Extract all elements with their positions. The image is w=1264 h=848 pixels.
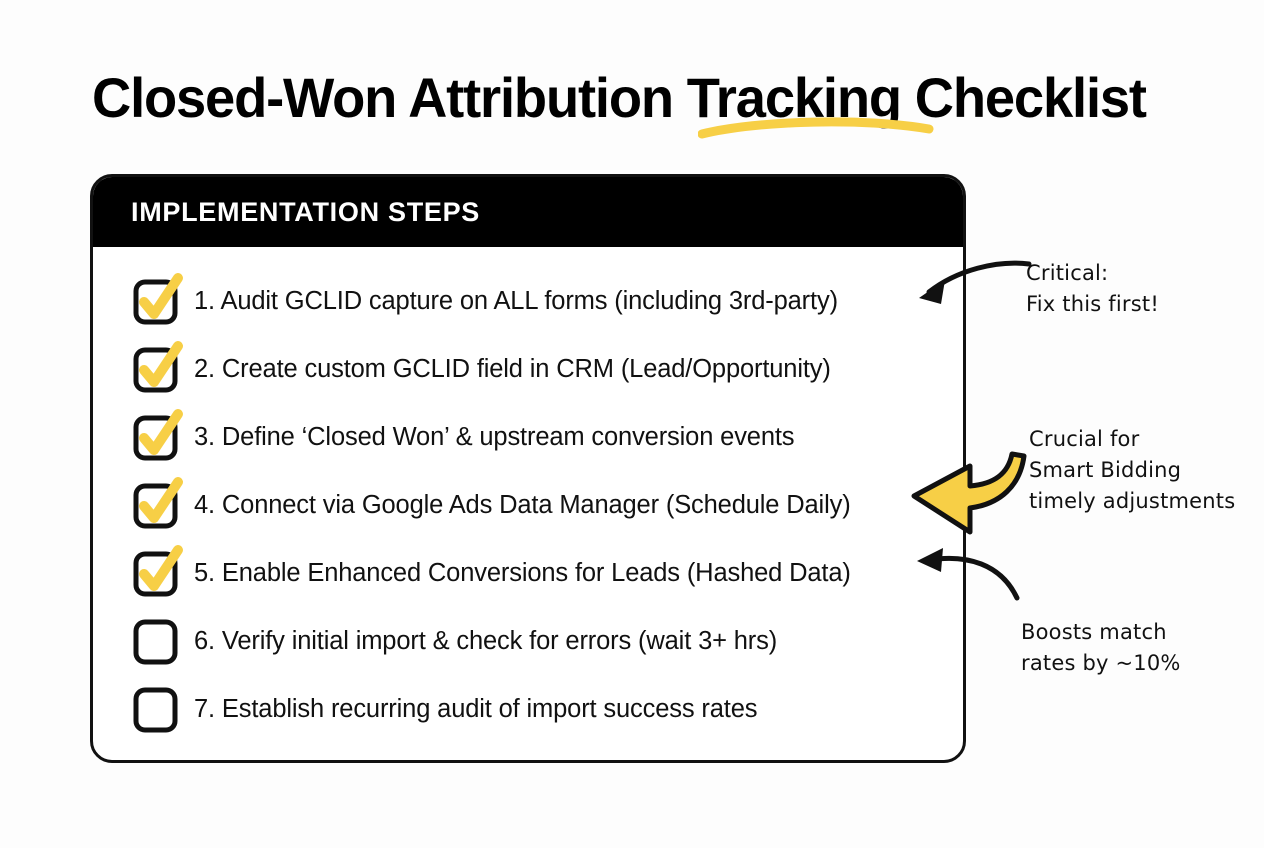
checklist-item-3[interactable]: 3. Define ‘Closed Won’ & upstream conver… [93, 403, 963, 471]
checklist-item-label: 3. Define ‘Closed Won’ & upstream conver… [194, 422, 795, 451]
annotation-crucial: Crucial for Smart Bidding timely adjustm… [1029, 427, 1236, 513]
checkbox-checked-icon[interactable] [133, 545, 183, 597]
card-header: IMPLEMENTATION STEPS [93, 177, 963, 247]
annotation-boosts: Boosts match rates by ~10% [1021, 620, 1181, 675]
checklist-item-2[interactable]: 2. Create custom GCLID field in CRM (Lea… [93, 335, 963, 403]
checkbox-checked-icon[interactable] [133, 477, 183, 529]
page-title: Closed-Won Attribution Tracking Checklis… [92, 66, 1147, 129]
checklist-item-label: 5. Enable Enhanced Conversions for Leads… [194, 558, 851, 587]
checklist-item-5[interactable]: 5. Enable Enhanced Conversions for Leads… [93, 539, 963, 607]
checklist-item-label: 7. Establish recurring audit of import s… [194, 694, 758, 723]
checkbox-checked-icon[interactable] [133, 273, 183, 325]
checklist-item-1[interactable]: 1. Audit GCLID capture on ALL forms (inc… [93, 267, 963, 335]
card-header-title: IMPLEMENTATION STEPS [131, 196, 481, 227]
annotation-critical: Critical: Fix this first! [1026, 261, 1159, 316]
checkbox-empty-icon[interactable] [133, 687, 178, 733]
checklist-item-7[interactable]: 7. Establish recurring audit of import s… [93, 675, 963, 743]
checklist-item-label: 4. Connect via Google Ads Data Manager (… [194, 490, 851, 519]
checklist-card: IMPLEMENTATION STEPS 1. Audit GCLID capt… [90, 174, 966, 763]
checkbox-checked-icon[interactable] [133, 341, 183, 393]
checklist-item-4[interactable]: 4. Connect via Google Ads Data Manager (… [93, 471, 963, 539]
checkbox-checked-icon[interactable] [133, 409, 183, 461]
checklist-item-label: 2. Create custom GCLID field in CRM (Lea… [194, 354, 831, 383]
checklist: 1. Audit GCLID capture on ALL forms (inc… [93, 247, 963, 760]
checklist-item-6[interactable]: 6. Verify initial import & check for err… [93, 607, 963, 675]
checklist-item-label: 1. Audit GCLID capture on ALL forms (inc… [194, 286, 838, 315]
checkbox-empty-icon[interactable] [133, 619, 178, 665]
checklist-item-label: 6. Verify initial import & check for err… [194, 626, 778, 655]
